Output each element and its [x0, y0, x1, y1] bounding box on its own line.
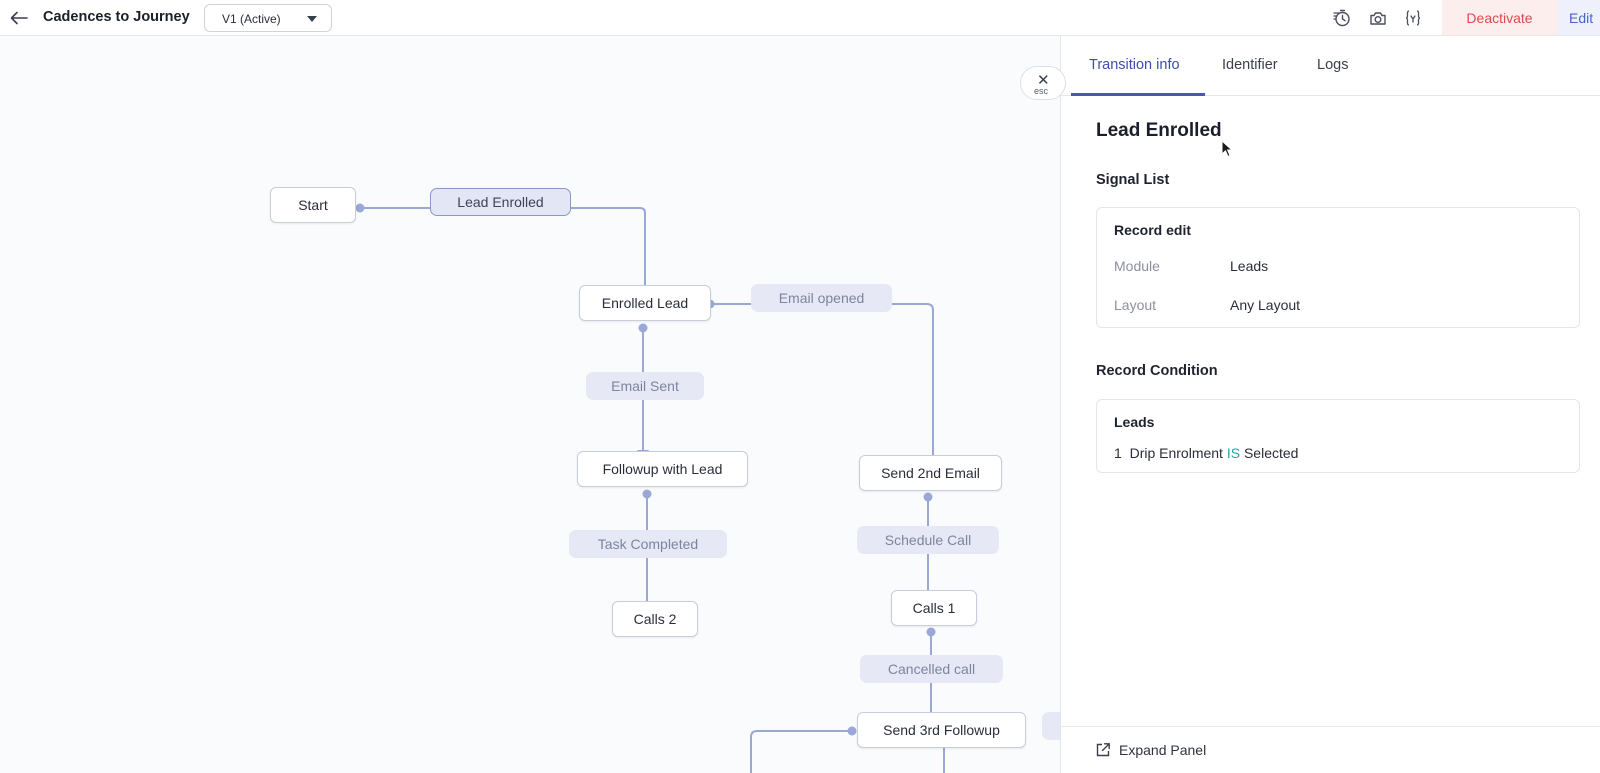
node-calls-2[interactable]: Calls 2	[612, 601, 698, 637]
layout-value: Any Layout	[1230, 297, 1301, 313]
back-arrow-icon[interactable]	[8, 7, 30, 29]
condition-index: 1	[1114, 445, 1122, 461]
edit-button[interactable]: Edit	[1557, 0, 1600, 35]
signal-list-title: Signal List	[1096, 172, 1170, 188]
esc-hint: esc	[1034, 86, 1049, 96]
node-start[interactable]: Start	[270, 187, 356, 223]
layout-label: Layout	[1114, 297, 1157, 313]
module-value: Leads	[1230, 258, 1269, 274]
condition-field: Drip Enrolment	[1129, 445, 1223, 461]
deactivate-button[interactable]: Deactivate	[1442, 0, 1557, 35]
panel-footer: Expand Panel	[1061, 726, 1600, 773]
transition-cancelled-call[interactable]: Cancelled call	[860, 655, 1003, 683]
node-followup-with-lead[interactable]: Followup with Lead	[577, 451, 748, 487]
signal-card: Record edit Module Leads Layout Any Layo…	[1096, 207, 1580, 328]
module-label: Module	[1114, 258, 1160, 274]
signal-card-title: Record edit	[1114, 222, 1192, 238]
transition-email-sent[interactable]: Email Sent	[586, 372, 704, 400]
transition-lead-enrolled[interactable]: Lead Enrolled	[430, 188, 571, 216]
chevron-down-icon	[307, 16, 317, 22]
active-tab-indicator	[1071, 93, 1205, 96]
close-panel-button[interactable]: ✕ esc	[1020, 66, 1066, 100]
camera-icon[interactable]	[1366, 6, 1390, 30]
mouse-pointer-icon	[1221, 140, 1233, 158]
transition-email-opened[interactable]: Email opened	[751, 284, 892, 312]
condition-card-title: Leads	[1114, 414, 1155, 430]
condition-row: 1 Drip Enrolment IS Selected	[1114, 445, 1298, 461]
external-link-icon	[1096, 743, 1110, 757]
node-send-2nd-email[interactable]: Send 2nd Email	[859, 455, 1002, 491]
page-title: Cadences to Journey	[43, 9, 190, 25]
top-bar: Cadences to Journey V1 (Active) Deactiva…	[0, 0, 1600, 36]
node-calls-1[interactable]: Calls 1	[891, 590, 977, 626]
transition-task-completed[interactable]: Task Completed	[569, 530, 727, 558]
close-icon: ✕	[1037, 72, 1050, 89]
record-condition-title: Record Condition	[1096, 363, 1218, 379]
timer-history-icon[interactable]	[1330, 6, 1354, 30]
transition-details-panel: Transition info Identifier Logs Lead Enr…	[1060, 36, 1600, 773]
condition-value: Selected	[1243, 445, 1299, 461]
node-enrolled-lead[interactable]: Enrolled Lead	[579, 285, 711, 321]
variable-icon[interactable]	[1401, 6, 1425, 30]
tab-logs[interactable]: Logs	[1317, 57, 1349, 73]
condition-operator: IS	[1226, 445, 1241, 461]
node-send-3rd-followup[interactable]: Send 3rd Followup	[857, 712, 1026, 748]
condition-card: Leads 1 Drip Enrolment IS Selected	[1096, 399, 1580, 473]
panel-heading: Lead Enrolled	[1096, 120, 1222, 141]
version-dropdown[interactable]: V1 (Active)	[204, 4, 332, 32]
transition-schedule-call[interactable]: Schedule Call	[857, 526, 999, 554]
transition-partial-offscreen[interactable]	[1042, 712, 1060, 740]
journey-canvas[interactable]: Start Lead Enrolled Enrolled Lead Email …	[0, 36, 1060, 773]
panel-tabs: Transition info Identifier Logs	[1061, 36, 1600, 96]
expand-panel-label: Expand Panel	[1119, 742, 1207, 758]
version-dropdown-value: V1 (Active)	[222, 12, 281, 26]
tab-transition-info[interactable]: Transition info	[1089, 57, 1180, 73]
expand-panel-button[interactable]: Expand Panel	[1095, 742, 1206, 758]
tab-identifier[interactable]: Identifier	[1222, 57, 1278, 73]
